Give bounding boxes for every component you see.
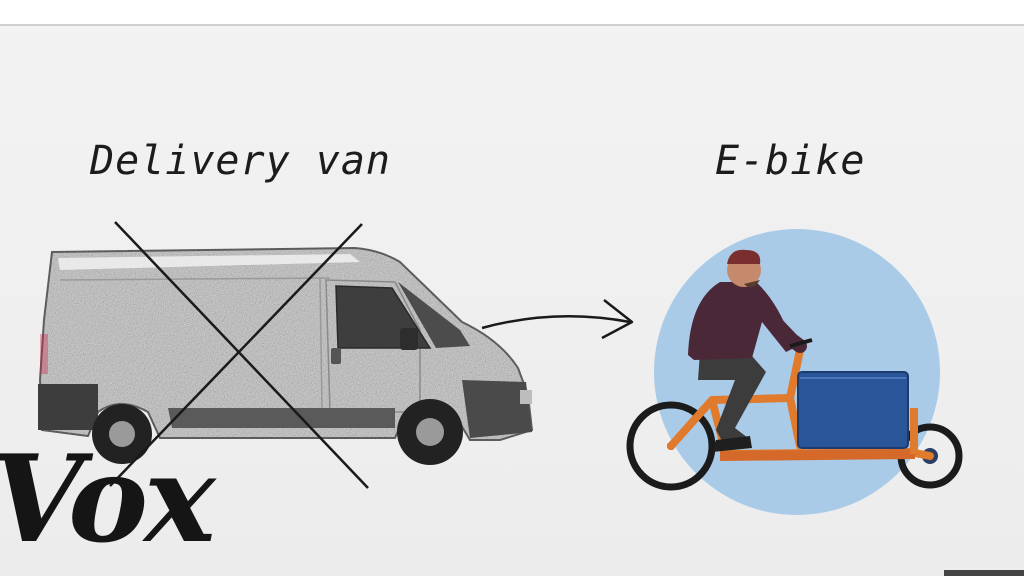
top-strip xyxy=(0,0,1024,26)
vox-logo: Vox xyxy=(0,429,216,570)
delivery-van-illustration xyxy=(38,246,534,465)
cross-out-icon xyxy=(109,221,369,489)
cargo-ebike-illustration xyxy=(626,229,963,515)
rider xyxy=(688,249,813,452)
corner-mark xyxy=(944,570,1024,576)
e-bike-label: E-bike xyxy=(715,138,866,184)
delivery-van-label: Delivery van xyxy=(90,138,391,184)
arrow-right-icon xyxy=(481,299,634,340)
